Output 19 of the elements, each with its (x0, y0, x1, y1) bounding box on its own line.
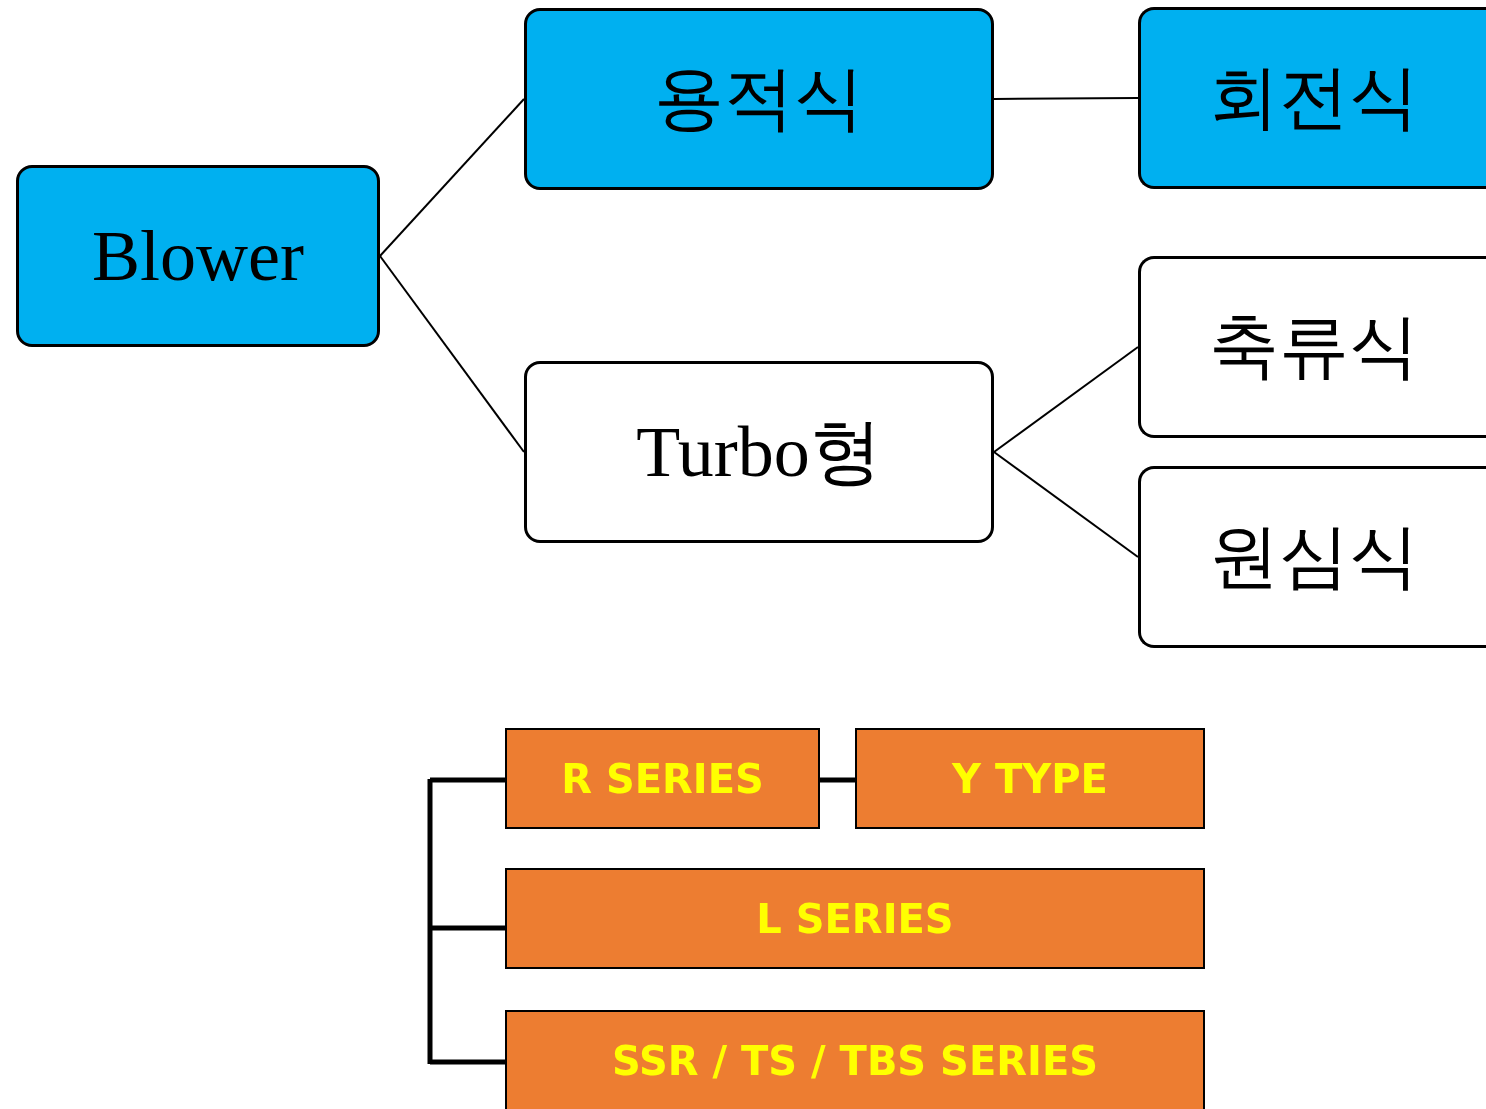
series-box: SSR / TS / TBS SERIES (505, 1010, 1205, 1109)
category-box: 회전식 (1138, 7, 1486, 189)
connector-line (993, 97, 1139, 100)
connector-line (430, 1059, 505, 1065)
connector-line (430, 925, 505, 931)
connector-line (379, 98, 525, 257)
connector-line (820, 777, 855, 783)
category-box: 원심식 (1138, 466, 1486, 648)
category-box: Turbo형 (524, 361, 994, 543)
connector-line (993, 346, 1139, 453)
category-box: Blower (16, 165, 380, 347)
category-box: 축류식 (1138, 256, 1486, 438)
series-box: R SERIES (505, 728, 820, 829)
connector-line (379, 255, 525, 453)
series-box: L SERIES (505, 868, 1205, 969)
series-box: Y TYPE (855, 728, 1205, 829)
category-box: 용적식 (524, 8, 994, 190)
connector-line (993, 451, 1139, 558)
connector-line (430, 777, 505, 783)
